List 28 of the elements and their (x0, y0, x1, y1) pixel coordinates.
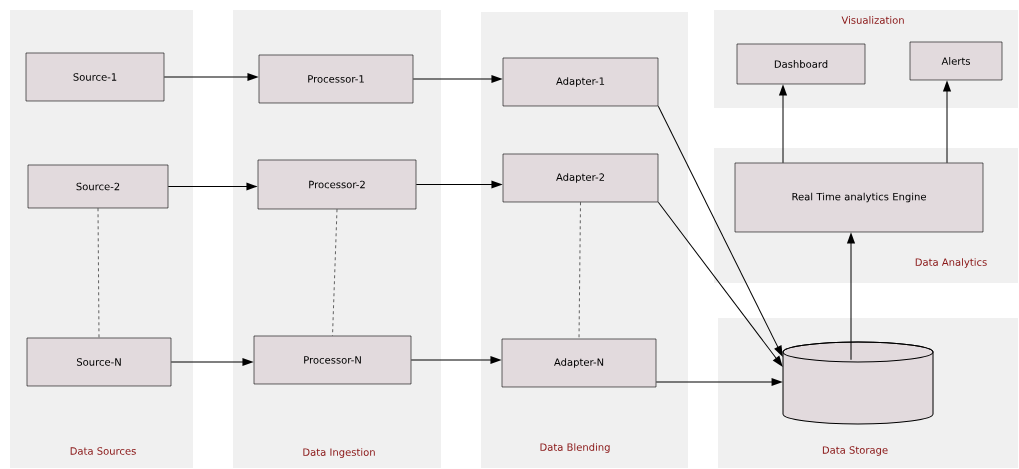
process-box: Dashboard (736, 43, 866, 85)
arrow (415, 180, 503, 189)
arrow (657, 105, 783, 357)
dashed-line (578, 202, 581, 339)
process-box: Source-2 (27, 164, 169, 209)
process-box: Source-1 (25, 52, 165, 102)
process-box: Adapter-N (501, 338, 657, 388)
process-box: Processor-N (253, 335, 412, 385)
process-box: Processor-1 (258, 54, 414, 104)
arrow (170, 357, 254, 367)
arrow (655, 377, 783, 387)
arrow (657, 201, 783, 367)
arrow (942, 80, 952, 164)
process-box: Source-N (26, 337, 172, 387)
dashed-line (97, 208, 100, 338)
database-cylinder (782, 341, 934, 425)
arrow (167, 182, 258, 191)
dashed-line (332, 209, 338, 336)
arrow (778, 84, 788, 164)
process-box: Alerts (909, 41, 1003, 81)
arrow (410, 355, 502, 365)
arrow (846, 232, 856, 361)
arrow (412, 74, 503, 84)
process-box: Adapter-2 (502, 153, 659, 203)
process-box: Real Time analytics Engine (734, 162, 984, 233)
process-box: Adapter-1 (502, 57, 659, 107)
process-box: Processor-2 (257, 159, 417, 210)
arrow (163, 72, 259, 82)
